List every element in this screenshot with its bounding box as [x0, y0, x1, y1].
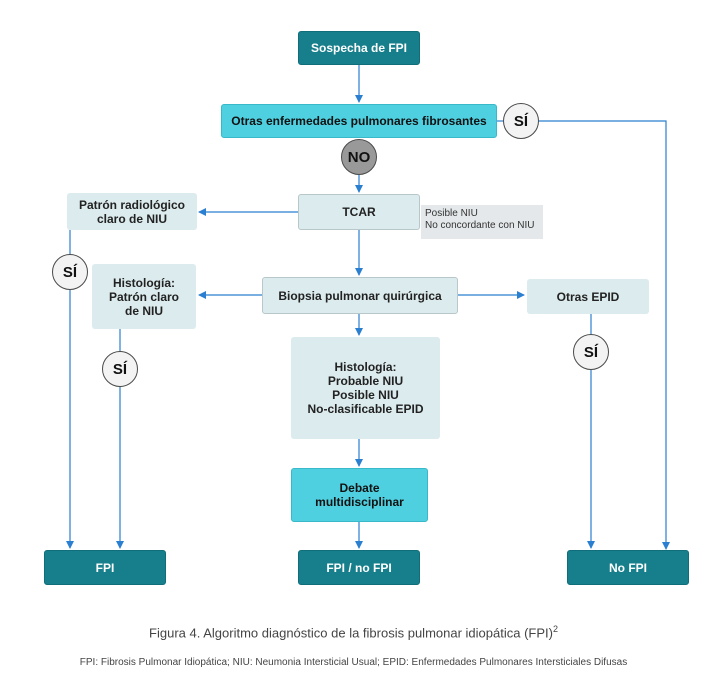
patron-radiologico-box: Patrón radiológico claro de NIU: [67, 193, 197, 230]
tcar-note: Posible NIU No concordante con NIU: [421, 205, 543, 239]
fpi-no-fpi-box: FPI / no FPI: [298, 550, 420, 585]
otras-epid-box: Otras EPID: [527, 279, 649, 314]
caption-reference: 2: [552, 624, 558, 634]
no-decision-otras: NO: [341, 139, 377, 175]
sospecha-fpi-box: Sospecha de FPI: [298, 31, 420, 65]
histologia-claro-box: Histología: Patrón claro de NIU: [92, 264, 196, 329]
si-decision-otras-epid: SÍ: [573, 334, 609, 370]
tcar-box: TCAR: [298, 194, 420, 230]
caption-text: Figura 4. Algoritmo diagnóstico de la fi…: [149, 625, 553, 641]
histologia-probable-box: Histología: Probable NIU Posible NIU No-…: [291, 337, 440, 439]
biopsia-box: Biopsia pulmonar quirúrgica: [262, 277, 458, 314]
abbreviations-footnote: FPI: Fibrosis Pulmonar Idiopática; NIU: …: [79, 657, 628, 668]
fpi-box: FPI: [44, 550, 166, 585]
no-fpi-box: No FPI: [567, 550, 689, 585]
si-decision-patron: SÍ: [52, 254, 88, 290]
arrow-si-to-no-fpi: [539, 120, 670, 550]
si-decision-histologia: SÍ: [102, 351, 138, 387]
figure-caption: Figura 4. Algoritmo diagnóstico de la fi…: [0, 624, 707, 640]
otras-enfermedades-box: Otras enfermedades pulmonares fibrosante…: [221, 104, 497, 138]
si-decision-otras: SÍ: [503, 103, 539, 139]
debate-multidisciplinar-box: Debate multidisciplinar: [291, 468, 428, 522]
